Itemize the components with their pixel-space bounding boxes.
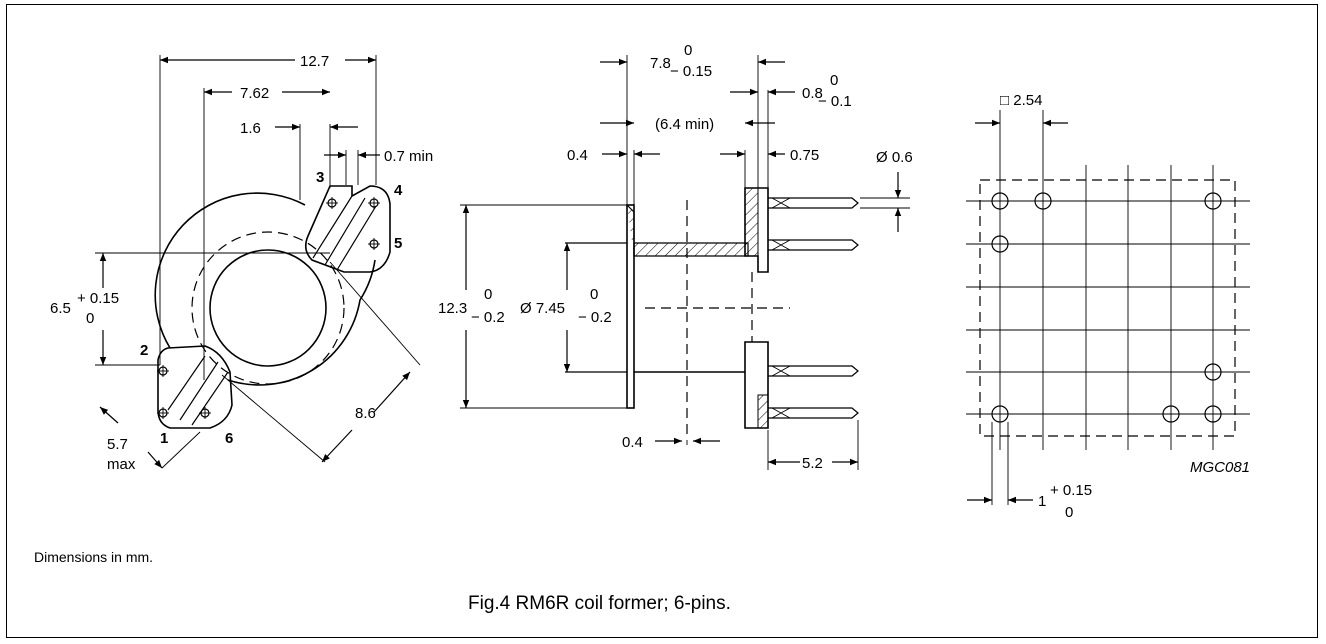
pin-pad-top	[304, 185, 391, 273]
grid-outline	[979, 179, 1236, 437]
figure-frame	[6, 4, 1318, 638]
grid-lines	[966, 165, 1250, 450]
dim-5-2: 5.2	[802, 455, 823, 472]
pin-label-2: 2	[140, 342, 148, 359]
side-view: 7.8 0 − 0.15 0.8 0 − 0.1 (6.4 min) 0.4 0…	[438, 42, 913, 472]
dim-6-5: 6.5	[50, 300, 71, 317]
dim-0-8-upper: 0	[830, 72, 838, 89]
pad-slots-top	[312, 195, 377, 271]
dim-7-8-upper: 0	[684, 42, 692, 59]
grid-view: □ 2.54 1 + 0.15 0 MGC081	[966, 92, 1250, 521]
dim-pin-dia: Ø 0.6	[876, 149, 913, 166]
grid-holes	[991, 192, 1222, 423]
pin-label-5: 5	[394, 235, 402, 252]
dim-0-4-top: 0.4	[567, 147, 588, 164]
pin-hole	[157, 365, 169, 377]
dimensions-note: Dimensions in mm.	[34, 549, 154, 565]
dim-12-3-upper: 0	[484, 286, 492, 303]
dim-hole-minus: 0	[1065, 504, 1073, 521]
dim-6-5-plus: + 0.15	[77, 290, 119, 307]
dim-hole: 1	[1038, 493, 1046, 510]
former-outline	[154, 192, 376, 386]
dim-7-62: 7.62	[240, 85, 269, 102]
figure-caption: Fig.4 RM6R coil former; 6-pins.	[468, 593, 731, 614]
dim-grid: □ 2.54	[1000, 92, 1042, 109]
pin-hole	[368, 197, 380, 209]
pin-pad-bottom	[157, 345, 233, 429]
dim-0-8-lower: − 0.1	[818, 93, 852, 110]
bobbin-section	[633, 242, 749, 257]
hidden-circle	[191, 231, 345, 385]
dim-0-4-bottom: 0.4	[622, 434, 643, 451]
dim-core-upper: 0	[590, 286, 598, 303]
dim-core-lower: − 0.2	[578, 309, 612, 326]
dim-7-8: 7.8	[650, 55, 671, 72]
drawing-code: MGC081	[1190, 459, 1250, 476]
core-hole	[209, 249, 327, 367]
dim-8-6: 8.6	[355, 405, 376, 422]
pin-hole	[368, 238, 380, 250]
side-pins	[768, 197, 859, 419]
dim-12-7: 12.7	[300, 53, 329, 70]
pad-slots-bottom	[167, 355, 229, 426]
dim-6-5-minus: 0	[86, 310, 94, 327]
pin-label-3: 3	[316, 169, 324, 186]
dim-hole-plus: + 0.15	[1050, 482, 1092, 499]
dim-0-75: 0.75	[790, 147, 819, 164]
dim-0-7-min: 0.7 min	[384, 148, 433, 165]
pin-label-1: 1	[160, 430, 168, 447]
pin-hole	[326, 197, 338, 209]
dim-core-dia: Ø 7.45	[520, 300, 565, 317]
dim-12-3: 12.3	[438, 300, 467, 317]
dim-1-6: 1.6	[240, 120, 261, 137]
dim-7-8-lower: − 0.15	[670, 63, 712, 80]
dim-5-7: 5.7	[107, 436, 128, 453]
pin-label-4: 4	[394, 182, 403, 199]
bottom-view: 12.7 7.62 1.6 0.7 min 6.5 + 0.15 0 8.6 5…	[50, 53, 433, 473]
dim-6-4-min: (6.4 min)	[655, 116, 714, 133]
dim-12-3-lower: − 0.2	[471, 309, 505, 326]
pin-hole	[199, 407, 211, 419]
dim-0-8: 0.8	[802, 85, 823, 102]
pin-hole	[157, 407, 169, 419]
pin-label-6: 6	[225, 430, 233, 447]
dim-max: max	[107, 456, 136, 473]
left-flange	[626, 204, 635, 409]
